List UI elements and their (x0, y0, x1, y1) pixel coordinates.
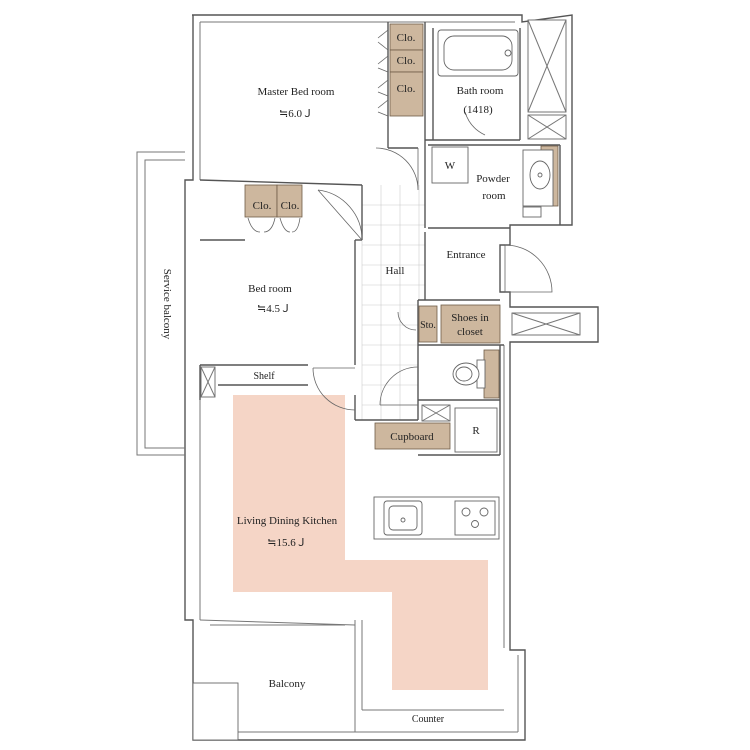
refrigerator-label: R (472, 425, 480, 437)
master-closets: Clo. Clo. Clo. (377, 23, 424, 117)
hall-label: Hall (386, 265, 405, 277)
bathroom-label: Bath room (457, 85, 504, 97)
closet-label: Clo. (253, 200, 272, 212)
bedroom-size: ≒4.5Ｊ (257, 303, 291, 315)
service-balcony-label: Service balcony (161, 269, 173, 340)
ldk-size: ≒15.6Ｊ (267, 537, 306, 549)
bedroom-label: Bed room (248, 283, 292, 295)
master-bedroom-label: Master Bed room (258, 86, 335, 98)
closet-label: Clo. (397, 32, 416, 44)
master-bedroom-size: ≒6.0Ｊ (279, 108, 313, 120)
ldk-label: Living Dining Kitchen (237, 515, 338, 527)
shelf-label: Shelf (253, 371, 275, 382)
counter-label: Counter (412, 714, 445, 725)
washer-icon: W (431, 146, 469, 184)
pipe-shaft-icon (200, 19, 581, 422)
powder-room-label-2: room (482, 190, 506, 202)
door-swing-icon (312, 111, 553, 411)
storage-label: Sto. (420, 320, 436, 331)
closet-label: Clo. (281, 200, 300, 212)
refrigerator-icon: R (454, 407, 498, 453)
entrance-label: Entrance (446, 249, 485, 261)
ldk-floor (233, 395, 488, 690)
hall-tile-grid (361, 185, 425, 420)
powder-room-label-1: Powder (476, 173, 510, 185)
bathtub-icon (437, 29, 519, 77)
outer-walls (184, 14, 599, 741)
interior-walls (199, 22, 561, 732)
washer-label: W (445, 160, 456, 172)
shoes-closet-label-2: closet (457, 326, 483, 338)
closet-label: Clo. (397, 83, 416, 95)
balcony-label: Balcony (269, 678, 306, 690)
sink-icon (522, 149, 554, 218)
cupboard-label: Cupboard (390, 431, 434, 443)
closet-label: Clo. (397, 55, 416, 67)
toilet-icon (452, 359, 486, 389)
kitchen-counter (373, 496, 500, 540)
entry-storage: Sto. Shoes in closet Cupboard (374, 145, 559, 450)
service-balcony (136, 151, 185, 456)
bedroom-closets: Clo. Clo. (244, 184, 303, 233)
bathroom-size: (1418) (463, 104, 493, 116)
shoes-closet-label-1: Shoes in (451, 312, 489, 324)
balcony-details (192, 682, 239, 741)
